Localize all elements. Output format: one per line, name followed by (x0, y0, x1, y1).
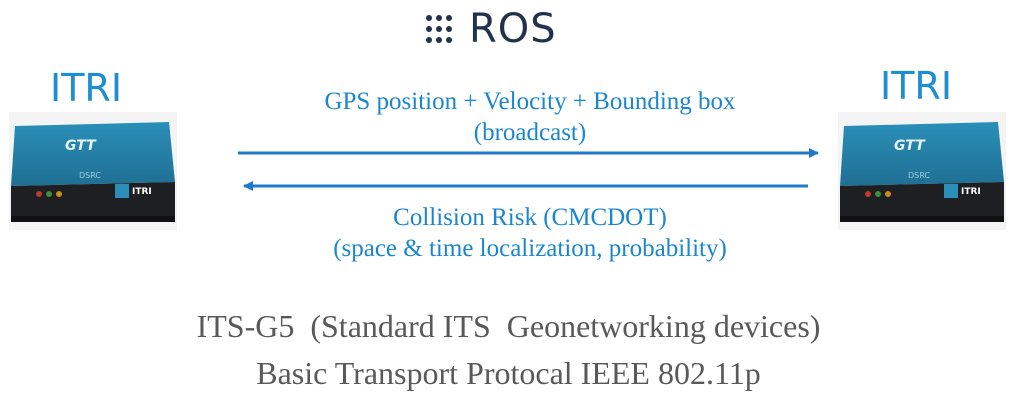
device-panel-text: DSRC (908, 171, 930, 180)
left-device-label: ITRI (50, 66, 123, 110)
device-panel-text: DSRC (79, 171, 101, 180)
protocol-standard-text: ITS-G5 (Standard ITS Geonetworking devic… (196, 308, 821, 344)
ros-logo: ROS (425, 6, 595, 52)
right-dsrc-device-image: GTT DSRC ITRI (838, 112, 1006, 230)
itri-badge-icon (115, 184, 129, 198)
device-brand-logo: GTT (65, 138, 97, 154)
device-led-red (865, 191, 871, 197)
device-led-amber (885, 191, 891, 197)
collision-risk-message: Collision Risk (CMCDOT) (space & time lo… (235, 202, 825, 264)
device-led-red (36, 191, 42, 197)
broadcast-message: GPS position + Velocity + Bounding box (… (235, 86, 825, 148)
device-led-green (46, 191, 52, 197)
communication-arrows (238, 148, 819, 191)
broadcast-message-line1: GPS position + Velocity + Bounding box (324, 88, 736, 115)
broadcast-message-line2: (broadcast) (473, 119, 587, 146)
collision-risk-line2: (space & time localization, probability) (333, 235, 727, 262)
device-badge-text: ITRI (961, 187, 981, 197)
right-device-label: ITRI (880, 64, 953, 108)
device-badge-text: ITRI (132, 187, 152, 197)
ros-dots-icon (426, 15, 452, 43)
collision-risk-line1: Collision Risk (CMCDOT) (393, 204, 667, 231)
device-brand-logo: GTT (894, 138, 926, 154)
device-led-amber (56, 191, 62, 197)
device-led-green (875, 191, 881, 197)
ros-logo-text: ROS (469, 6, 557, 52)
left-dsrc-device-image: GTT DSRC ITRI (9, 112, 177, 230)
protocol-transport-text: Basic Transport Protocal IEEE 802.11p (256, 355, 761, 391)
itri-badge-icon (944, 184, 958, 198)
